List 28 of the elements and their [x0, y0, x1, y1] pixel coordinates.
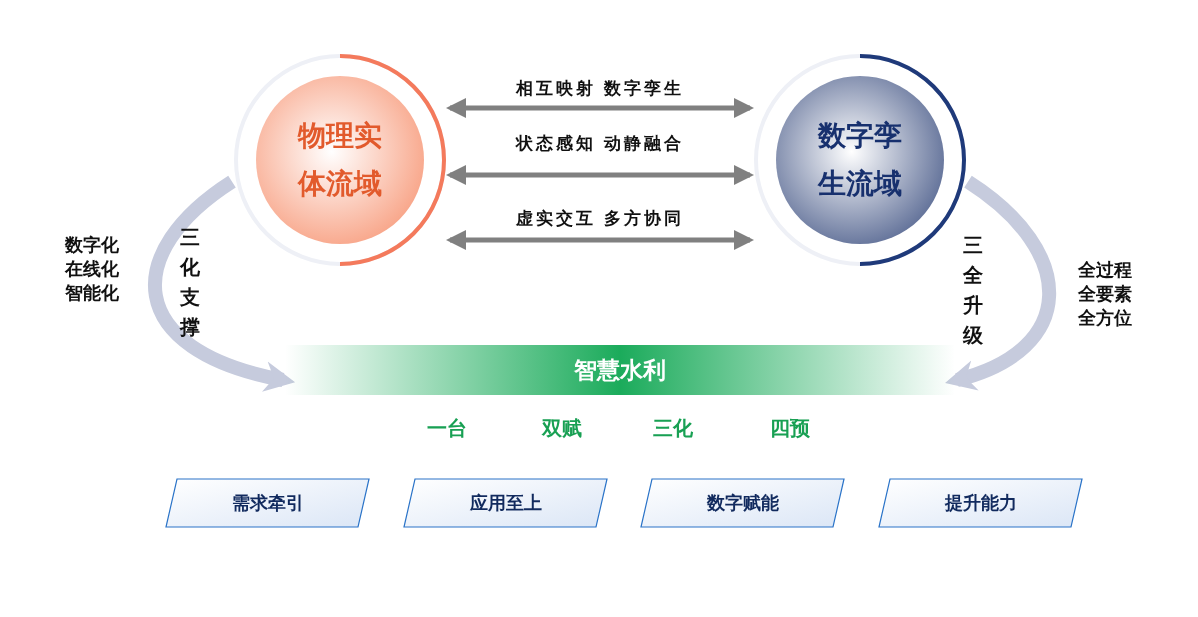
domain-title: 物理实体流域	[296, 118, 383, 202]
side-label: 智能化	[65, 281, 119, 305]
double-arrow	[446, 165, 754, 185]
feature-label: 四预	[770, 414, 810, 442]
principle-box: 应用至上	[403, 478, 608, 528]
domain-title: 数字孪生流域	[816, 118, 903, 202]
feature-label: 三化	[653, 414, 693, 442]
principle-box: 数字赋能	[640, 478, 845, 528]
edge-label: 虚实交互 多方协同	[515, 206, 685, 230]
side-label: 数字化	[65, 233, 119, 257]
edge-label: 三全升级	[962, 232, 984, 349]
curved-arrow	[945, 175, 1057, 390]
principle-box: 提升能力	[878, 478, 1083, 528]
banner-title: 智慧水利	[574, 355, 666, 385]
side-label: 全要素	[1078, 282, 1132, 306]
domain-circle	[232, 52, 448, 268]
principle-box: 需求牵引	[165, 478, 370, 528]
edge-label: 相互映射 数字孪生	[515, 76, 685, 100]
edge-label: 状态感知 动静融合	[515, 131, 685, 155]
side-label: 全方位	[1078, 306, 1132, 330]
side-label: 全过程	[1078, 258, 1132, 282]
side-label: 在线化	[65, 257, 119, 281]
double-arrow	[446, 230, 754, 250]
double-arrow	[446, 98, 754, 118]
feature-label: 双赋	[542, 414, 582, 442]
edge-label: 三化支撑	[179, 224, 201, 341]
feature-label: 一台	[427, 414, 467, 442]
curved-arrow	[148, 175, 295, 391]
